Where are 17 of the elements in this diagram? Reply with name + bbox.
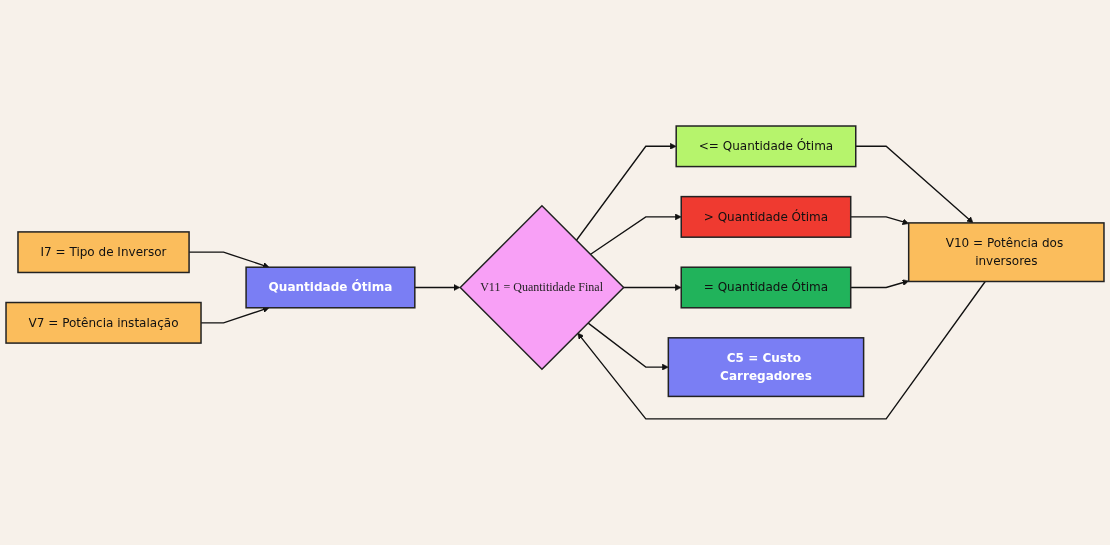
node-box: > Quantidade Ótima bbox=[680, 195, 852, 238]
arrow bbox=[850, 279, 909, 289]
node-box: Quantidade Ótima bbox=[245, 266, 416, 309]
arrow bbox=[577, 280, 986, 420]
arrow bbox=[587, 322, 669, 371]
node-box: V10 = Potência dos inversores bbox=[907, 222, 1105, 283]
node-box: <= Quantidade Ótima bbox=[675, 125, 857, 168]
node-box: I7 = Tipo de Inversor bbox=[17, 231, 190, 274]
arrow bbox=[589, 213, 682, 256]
arrow bbox=[855, 145, 974, 224]
arrow bbox=[622, 284, 682, 291]
arrow bbox=[850, 216, 909, 225]
node-box: V7 = Potência instalação bbox=[5, 301, 202, 344]
node-diamond: V11 = Quantitidade Final bbox=[459, 204, 625, 371]
node-box: C5 = Custo Carregadores bbox=[667, 337, 865, 398]
arrow bbox=[414, 284, 461, 291]
node-box: = Quantidade Ótima bbox=[680, 266, 852, 309]
